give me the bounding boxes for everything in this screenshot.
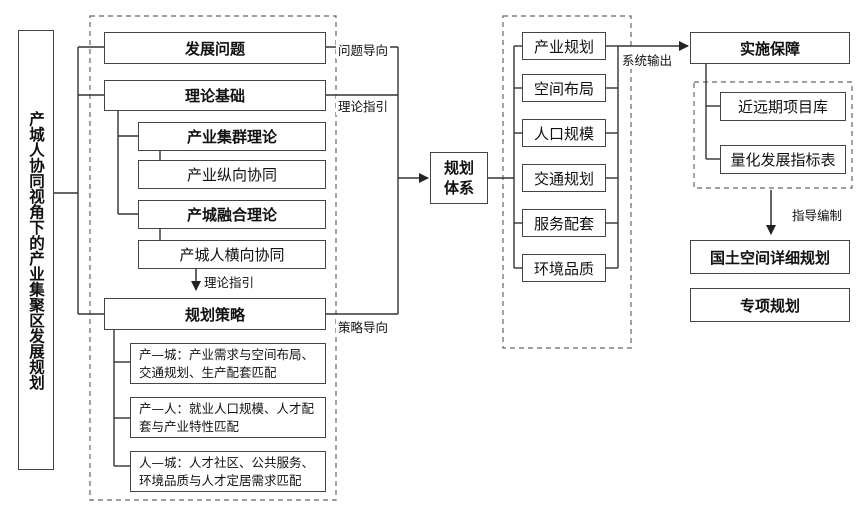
label-system-output: 系统输出 <box>620 50 675 69</box>
integration-theory-box: 产城融合理论 <box>138 200 326 229</box>
col3-item-space: 空间布局 <box>522 74 606 102</box>
group-left-dashed <box>89 15 337 501</box>
system-box: 规划体系 <box>430 152 488 204</box>
system-label: 规划体系 <box>443 159 474 197</box>
strategy-item-3: 人—城：人才社区、公共服务、环境品质与人才定居需求匹配 <box>130 451 326 492</box>
cluster-theory-box: 产业集群理论 <box>138 122 326 151</box>
col3-item-population: 人口规模 <box>522 119 606 147</box>
group-right-dashed <box>693 81 853 189</box>
label-theory-guidance-2: 理论指引 <box>202 272 257 291</box>
strategy-item-1: 产—城：产业需求与空间布局、交通规划、生产配套匹配 <box>130 343 326 384</box>
group-mid-dashed <box>502 15 632 349</box>
theory-base-box: 理论基础 <box>104 80 326 111</box>
project-library-box: 近远期项目库 <box>720 92 846 121</box>
detailed-plan-box: 国土空间详细规划 <box>690 240 850 274</box>
col3-item-industry: 产业规划 <box>522 32 606 60</box>
strategy-box: 规划策略 <box>104 298 326 330</box>
label-theory-guidance: 理论指引 <box>336 96 391 115</box>
col3-item-transport: 交通规划 <box>522 164 606 192</box>
main-title: 产城人协同视角下的产业集聚区发展规划 <box>18 30 54 470</box>
label-guide-compile: 指导编制 <box>790 205 845 224</box>
label-problem-oriented: 问题导向 <box>336 40 391 59</box>
col3-item-environment: 环境品质 <box>522 254 606 282</box>
label-strategy-oriented: 策略导向 <box>336 317 391 336</box>
indicator-table-box: 量化发展指标表 <box>720 145 846 174</box>
issues-box: 发展问题 <box>104 32 326 64</box>
strategy-item-2: 产—人：就业人口规模、人才配套与产业特性匹配 <box>130 397 326 438</box>
col3-item-service: 服务配套 <box>522 209 606 237</box>
guarantee-box: 实施保障 <box>690 32 850 64</box>
vertical-synergy-box: 产业纵向协同 <box>138 160 326 189</box>
horizontal-synergy-box: 产城人横向协同 <box>138 240 326 269</box>
special-plan-box: 专项规划 <box>690 288 850 322</box>
